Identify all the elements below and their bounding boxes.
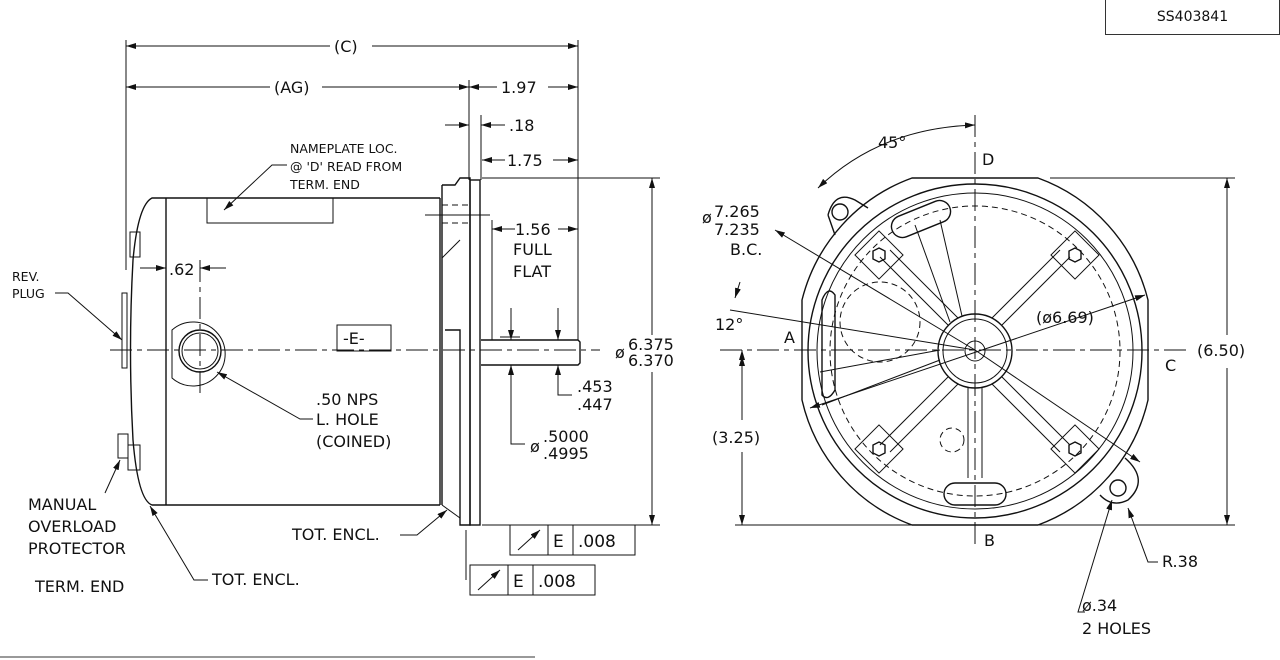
nameplate-label-2: @ 'D' READ FROM [290, 159, 402, 174]
pilot-dia-hi: 6.375 [628, 335, 674, 354]
side-view: (C) (AG) 1.97 .18 1.75 1.56 FULL FLAT .6… [12, 37, 674, 596]
rev-plug-label: REV. [12, 269, 40, 284]
dim-1-75: 1.75 [507, 151, 543, 170]
hole-label-2: L. HOLE [316, 410, 379, 429]
nameplate-label-3: TERM. END [289, 177, 360, 192]
bc-lo: 7.235 [714, 220, 760, 239]
flat-lo: .447 [577, 395, 613, 414]
tolerance-datum: E [553, 532, 564, 552]
hole-label: .50 NPS [316, 390, 378, 409]
manual-overload-label-3: PROTECTOR [28, 539, 126, 558]
dim-6-50: (6.50) [1197, 341, 1245, 360]
dim-1-56: 1.56 [515, 220, 551, 239]
holes-label-2: 2 HOLES [1082, 619, 1151, 638]
nameplate-label: NAMEPLATE LOC. [290, 141, 398, 156]
dim-1-97: 1.97 [501, 78, 537, 97]
tot-encl-label-2: TOT. ENCL. [291, 525, 380, 544]
label-c: C [1165, 356, 1176, 375]
full-flat-label-2: FLAT [513, 262, 551, 281]
dim-ag: (AG) [274, 78, 310, 97]
dim-3-25: (3.25) [712, 428, 760, 447]
shaft-dia-hi: .5000 [543, 427, 589, 446]
tolerance-value-2: .008 [538, 572, 576, 592]
label-b: B [984, 531, 995, 550]
flat-hi: .453 [577, 377, 613, 396]
angle-12: 12° [715, 315, 743, 334]
runout-tolerance-frame-2: E .008 [469, 564, 596, 596]
rev-plug-label-2: PLUG [12, 286, 45, 301]
hole-label-3: (COINED) [316, 432, 391, 451]
bc-label: B.C. [730, 240, 762, 259]
bottom-rule [0, 656, 535, 658]
dim-c: (C) [334, 37, 358, 56]
manual-overload-label: MANUAL [28, 495, 96, 514]
radius-label: R.38 [1162, 552, 1198, 571]
tolerance-datum-2: E [513, 572, 524, 592]
label-a: A [784, 328, 795, 347]
shaft-dia-symbol: ø [530, 437, 540, 456]
bc-symbol: ø [702, 208, 712, 227]
holes-label: ø.34 [1082, 596, 1117, 615]
dim-18: .18 [509, 116, 534, 135]
term-end-label: TERM. END [34, 577, 124, 596]
datum-e: -E- [343, 329, 365, 348]
dim-62: .62 [169, 260, 194, 279]
full-flat-label: FULL [513, 240, 552, 259]
runout-tolerance-frame: E .008 [509, 524, 636, 556]
tot-encl-label: TOT. ENCL. [211, 570, 300, 589]
pilot-dia-symbol: ø [615, 343, 625, 362]
dia-6-69: (ø6.69) [1036, 308, 1094, 327]
manual-overload-label-2: OVERLOAD [28, 517, 116, 536]
end-view: D B A C 45° 12° ø 7.265 7.235 B.C. (ø6.6… [702, 115, 1245, 638]
mounting-pads [854, 230, 1100, 474]
label-d: D [982, 150, 994, 169]
tolerance-value: .008 [578, 532, 616, 552]
pilot-dia-lo: 6.370 [628, 351, 674, 370]
shaft-dia-lo: .4995 [543, 444, 589, 463]
angle-45: 45° [878, 133, 906, 152]
bc-hi: 7.265 [714, 202, 760, 221]
